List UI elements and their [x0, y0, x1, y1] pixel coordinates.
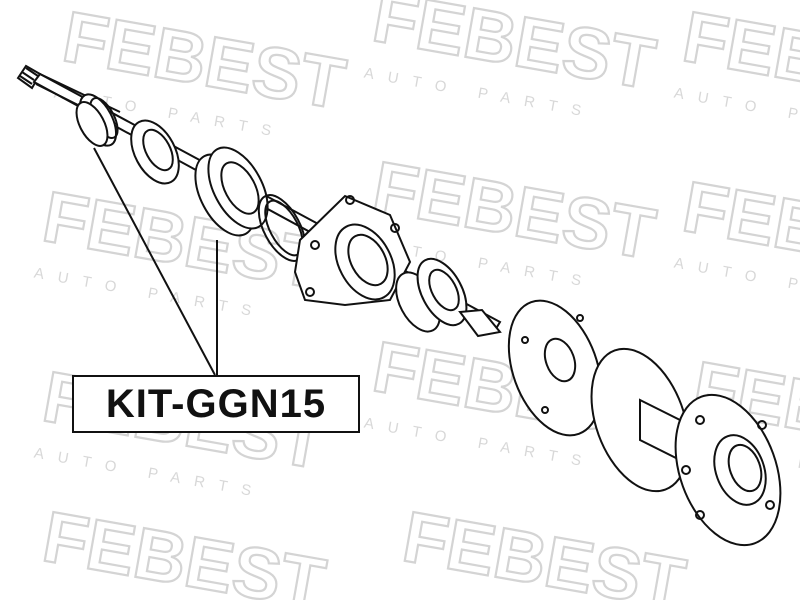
washer-inner — [142, 128, 174, 172]
bearing-bore — [220, 161, 260, 215]
taper-bore — [428, 268, 460, 312]
parts-diagram — [16, 64, 782, 547]
part-number-label: KIT-GGN15 — [72, 375, 360, 433]
flange-bolt-hole — [390, 223, 400, 233]
watermark: FEBEST — [36, 496, 332, 600]
watermark: FEBEST AUTO PARTS — [33, 176, 332, 322]
flange-bolt-hole — [345, 195, 355, 205]
bearing — [194, 146, 269, 237]
callout-lines — [93, 147, 218, 376]
washer — [130, 119, 180, 185]
hub-stud-hole — [695, 415, 705, 425]
plate-hole — [521, 336, 529, 344]
plate-hole — [576, 314, 584, 322]
bearing-housing-flange — [293, 194, 412, 307]
watermark-brand: FEBEST — [37, 497, 331, 600]
part-number-text: KIT-GGN15 — [105, 381, 327, 426]
flange-bolt-hole — [310, 240, 320, 250]
watermark: FEBEST — [396, 496, 692, 600]
flange-bore — [347, 233, 389, 287]
hub-stud-hole — [757, 420, 767, 430]
hub-stud-hole — [765, 500, 775, 510]
watermark: FEBEST AUTO PARTS — [363, 0, 662, 122]
watermark-brand: FEBEST — [397, 497, 691, 600]
shaft-stub — [458, 308, 502, 338]
callout-line-seal — [93, 147, 216, 376]
watermark: FEBEST AUTO PARTS — [673, 0, 800, 142]
shaft-splines — [19, 67, 39, 85]
wheel-hub — [590, 347, 782, 547]
plate-center — [543, 337, 577, 383]
hub-stud-hole — [695, 510, 705, 520]
backing-plate — [507, 299, 603, 437]
plate-hole — [541, 406, 549, 414]
watermark: FEBEST AUTO PARTS — [673, 166, 800, 312]
tapered-bearing — [395, 257, 468, 333]
flange-bolt-hole — [305, 287, 315, 297]
inner-seal-ring — [75, 93, 119, 147]
hub-stud-hole — [681, 465, 691, 475]
plate-disc — [507, 299, 603, 437]
hub-inner-bore — [727, 443, 763, 493]
shaft-end — [458, 308, 502, 338]
seal-face — [75, 101, 109, 147]
